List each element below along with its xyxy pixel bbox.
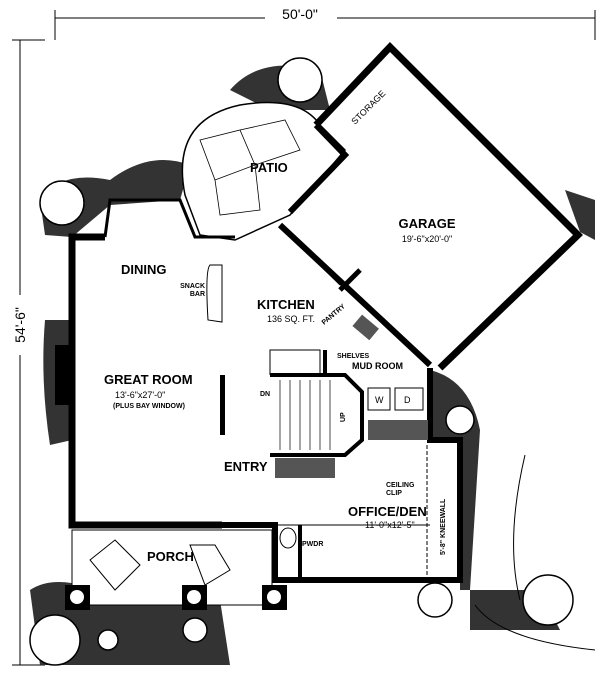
fireplace [55, 345, 72, 405]
garage-walls [313, 41, 583, 371]
dining-label: DINING [121, 262, 167, 277]
storage-label: STORAGE [349, 88, 387, 126]
office-size: 11'-0"x12'-5" [365, 520, 415, 530]
interior-wall [220, 375, 225, 435]
porch-label: PORCH [147, 549, 194, 564]
mud-room-label: MUD ROOM [352, 361, 403, 371]
porch-paving [71, 529, 273, 606]
driveway-edge [474, 604, 596, 651]
snack-bar-label-2: BAR [190, 291, 205, 298]
patio-stones [199, 119, 301, 216]
entry-label: ENTRY [224, 459, 268, 474]
patio-label: PATIO [250, 160, 288, 175]
kneewall-label: 5'-8" KNEEWALL [440, 498, 447, 555]
ceiling-clip-label-2: CLIP [386, 490, 402, 497]
walkway-edge [513, 454, 526, 601]
stairs-up-label: UP [340, 412, 347, 422]
depth-dimension: 54'-6" [12, 307, 28, 343]
kitchen-size: 136 SQ. FT. [267, 314, 315, 324]
garage-door [444, 239, 576, 366]
great-room-note: (PLUS BAY WINDOW) [113, 403, 185, 410]
garage-size: 19'-6"x20'-0" [402, 234, 452, 244]
washer [367, 387, 391, 411]
shrubs [29, 57, 574, 666]
kitchen-label: KITCHEN [257, 297, 315, 312]
stairs [269, 349, 364, 457]
snack-bar [206, 264, 223, 323]
dryer-label: D [404, 395, 411, 405]
ceiling-clip-label: CEILING [386, 482, 415, 489]
snack-bar-label: SNACK [180, 283, 205, 290]
shelves-label: SHELVES [337, 353, 369, 360]
dryer [394, 387, 424, 411]
entry-closet [275, 458, 335, 478]
washer-label: W [375, 395, 384, 405]
pantry-label: PANTRY [321, 303, 347, 327]
pantry-shelving [352, 314, 379, 341]
great-room-label: GREAT ROOM [104, 372, 193, 387]
closet-shelving [368, 420, 428, 440]
width-dimension: 50'-0" [282, 6, 318, 22]
kitchen-wall [277, 222, 433, 368]
powder-room-label: PWDR [302, 541, 323, 548]
office-label: OFFICE/DEN [348, 504, 427, 519]
stairs-down-label: DN [260, 391, 270, 398]
great-room-size: 13'-6"x27'-0" [115, 390, 165, 400]
garage-label: GARAGE [398, 216, 455, 231]
toilet [279, 527, 297, 549]
